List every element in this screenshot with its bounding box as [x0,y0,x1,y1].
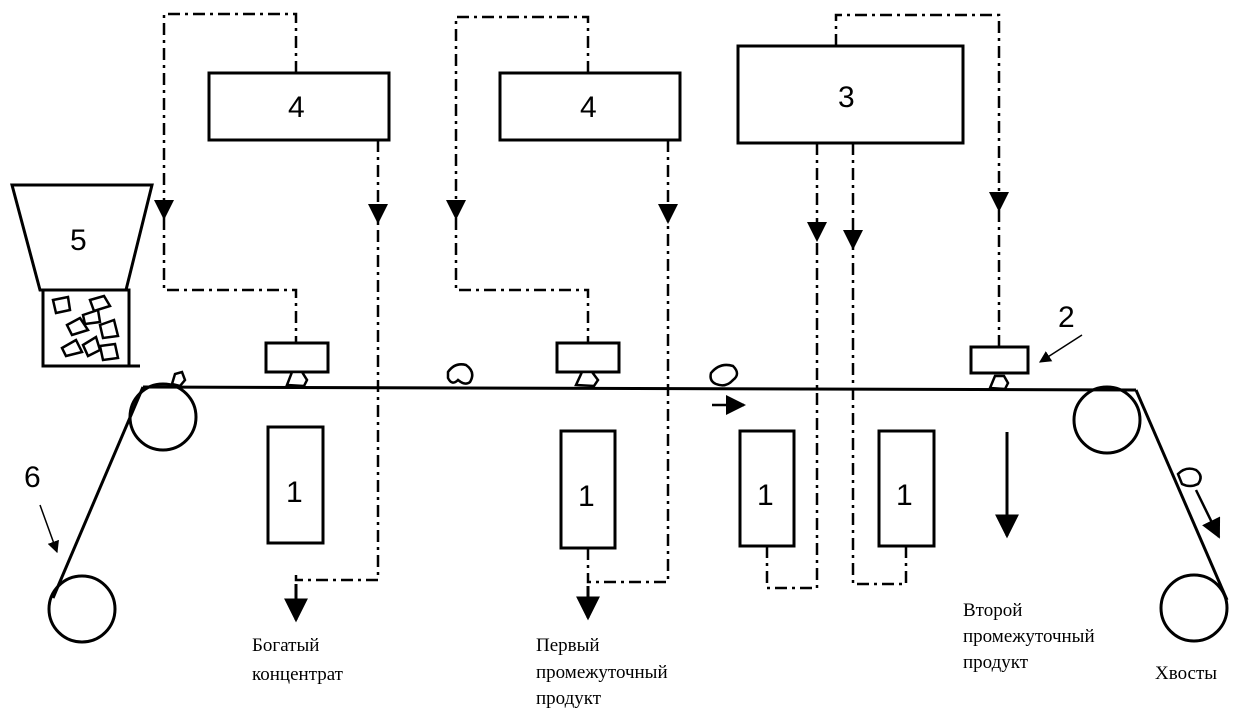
controller-4-mid: 4 [498,71,682,142]
signal-lines-mid [446,15,678,584]
sensor-2: 1 [559,429,617,550]
controller-3: 3 [736,44,965,145]
rich-concentrate-line1: Богатый [252,635,319,656]
ejector-1 [264,341,330,388]
controller-3-label: 3 [838,81,855,114]
rich-concentrate-line2: концентрат [252,664,344,685]
sensor-2-label: 1 [578,480,595,513]
sensor-1-label: 1 [286,476,303,509]
ejector-2 [555,341,621,388]
second-middling-line2: промежуточный [963,626,1095,647]
ore-particles [170,363,1202,488]
first-middling-line3: продукт [536,688,602,709]
device-pointer-arrow [1038,334,1083,363]
conveyor-label: 6 [24,461,41,494]
sensor-3: 1 [738,429,796,548]
device-label: 2 [1058,301,1075,334]
controller-4-mid-label: 4 [580,91,597,124]
controller-4-left-label: 4 [288,91,305,124]
sensor-1: 1 [266,425,325,545]
first-middling-line1: Первый [536,635,600,656]
sensor-4-label: 1 [896,479,913,512]
conveyor-belt: 6 [24,382,1229,644]
first-middling-line2: промежуточный [536,662,668,683]
ejector-3 [969,345,1030,391]
tails-direction-arrow [1194,489,1221,539]
signal-lines-right [765,13,1009,590]
second-middling-line3: продукт [963,652,1029,673]
hopper-label: 5 [70,224,87,257]
signal-lines-left [154,12,388,582]
sensor-4: 1 [877,429,936,548]
sensor-3-label: 1 [757,479,774,512]
ore-lumps-in-hopper [51,294,120,362]
hopper: 5 [10,183,154,368]
tails-label: Хвосты [1155,663,1217,684]
second-middling-line1: Второй [963,600,1022,621]
controller-4-left: 4 [207,71,391,142]
conveyor-pointer-arrow [39,504,59,554]
